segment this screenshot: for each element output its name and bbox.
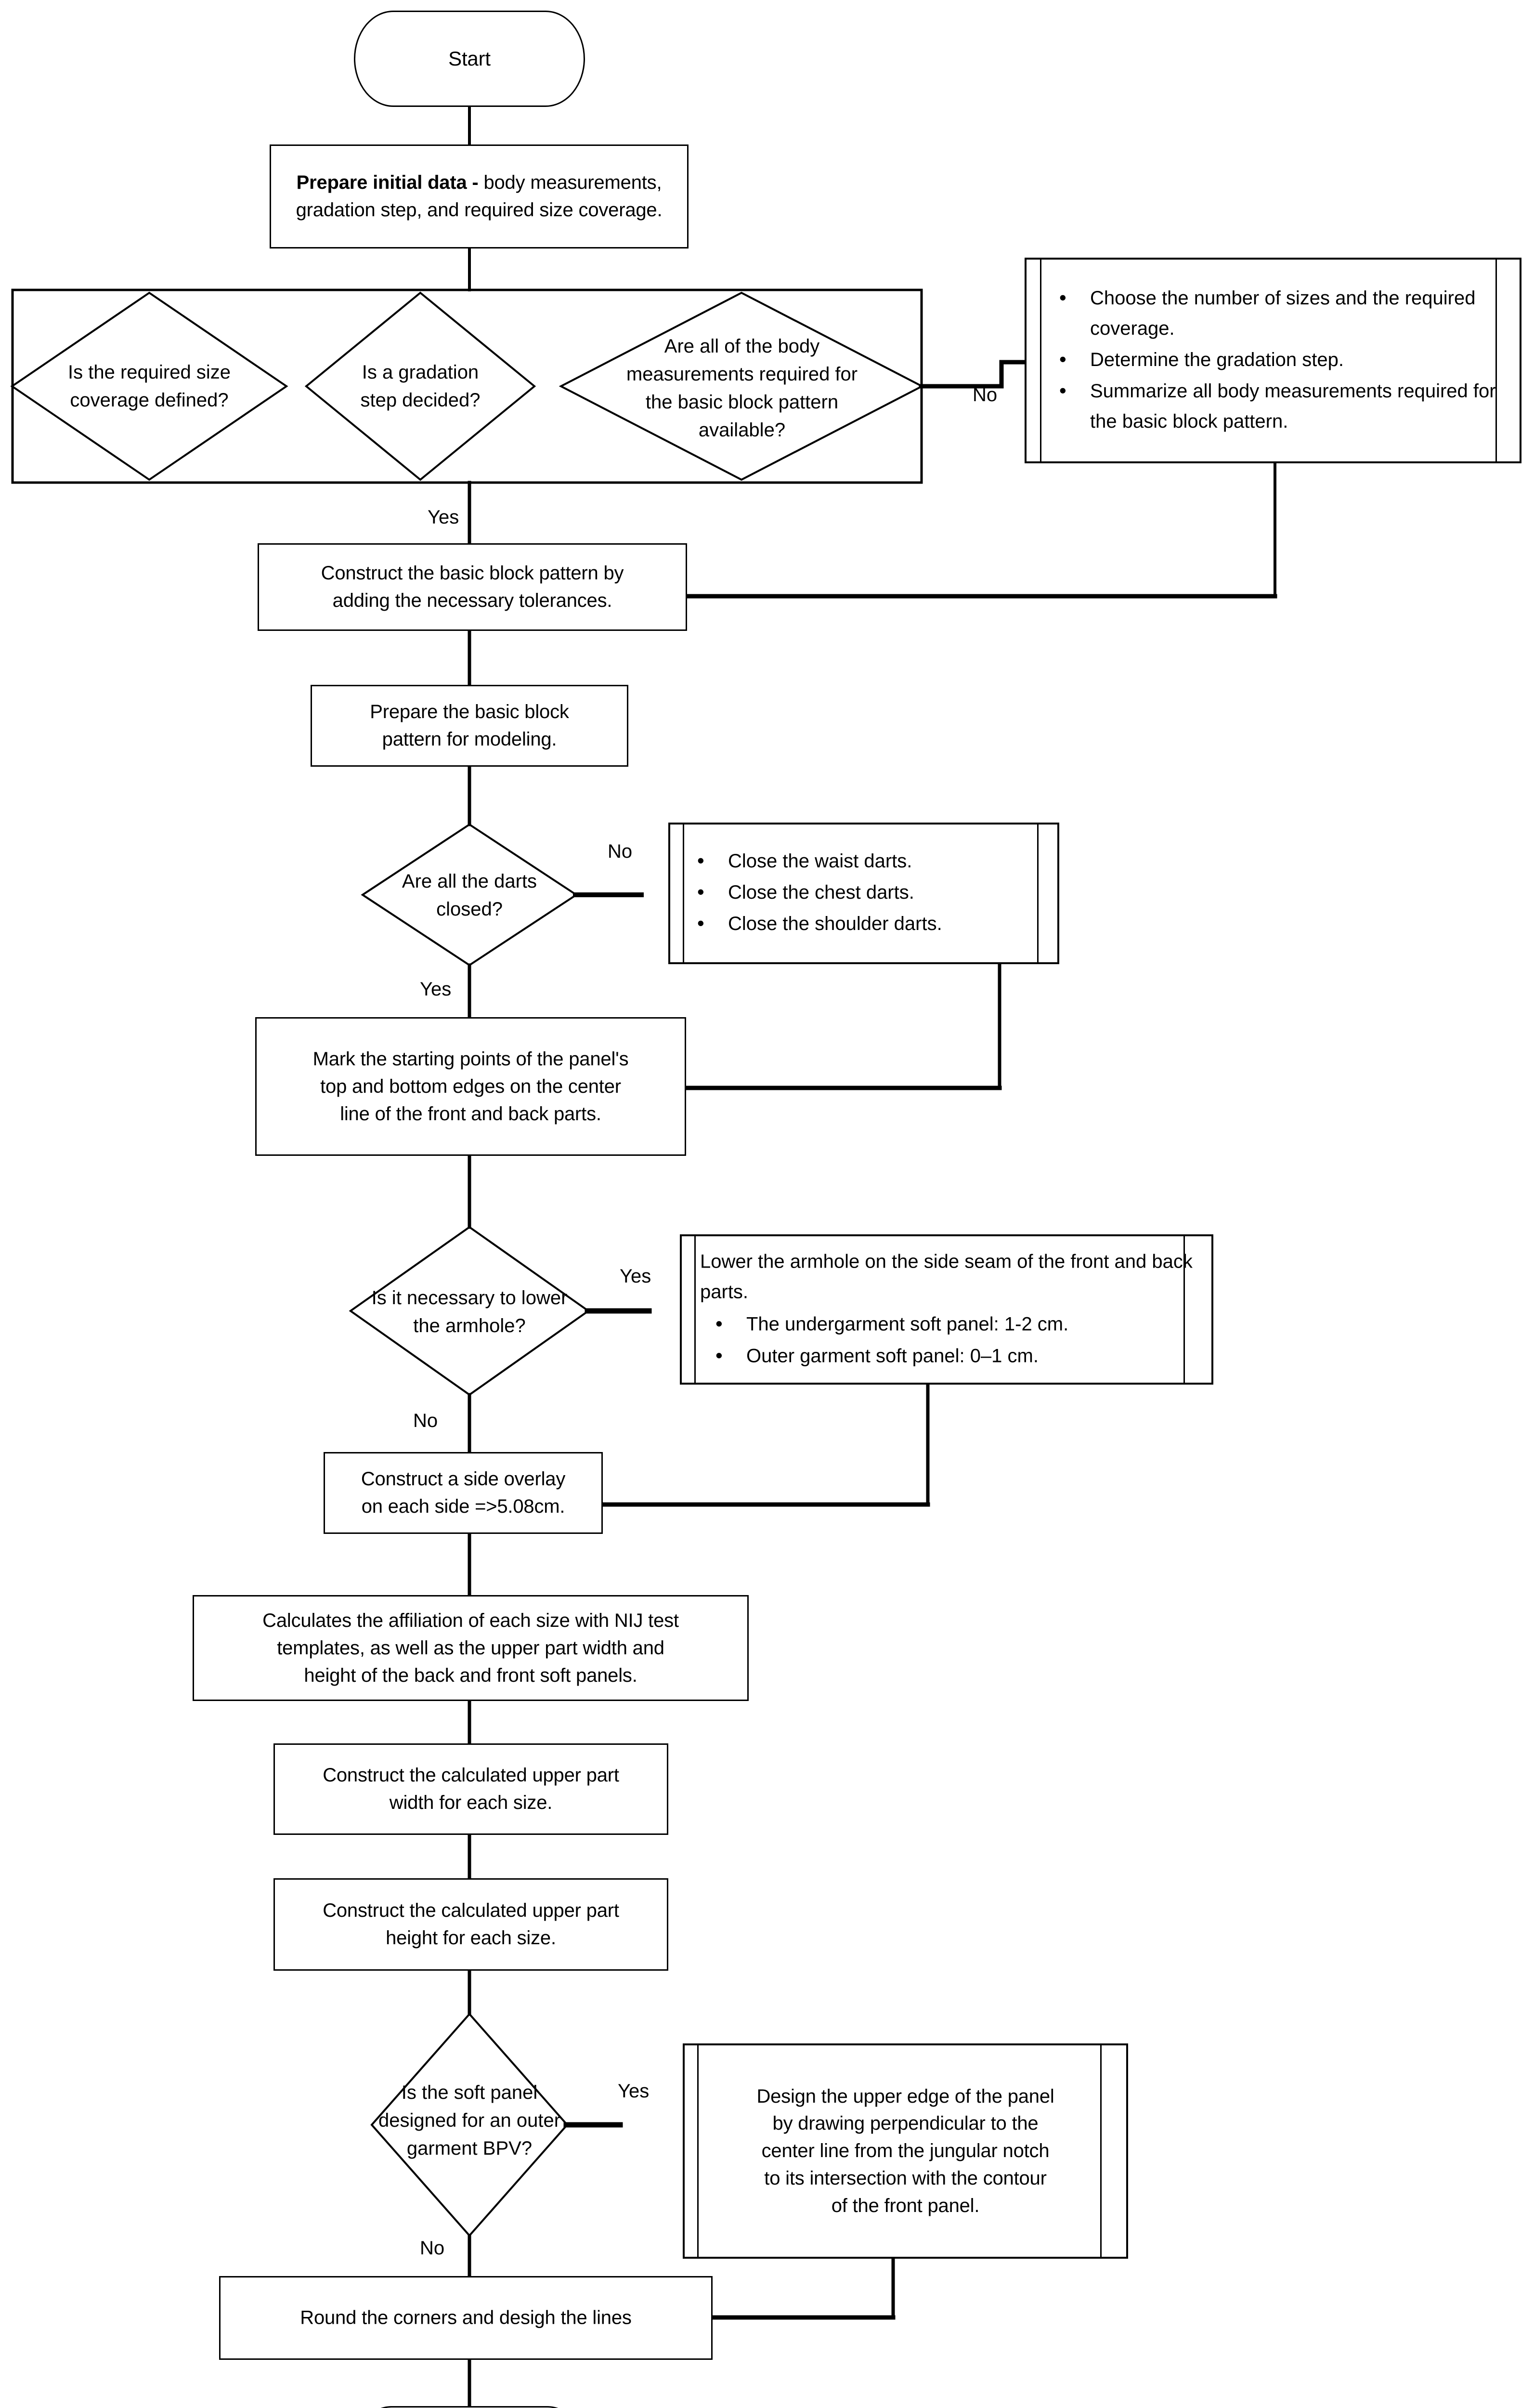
- node-calculate-nij[interactable]: Calculates the affiliation of each size …: [193, 1595, 749, 1701]
- node-end[interactable]: End: [354, 2406, 585, 2408]
- list-item: Choose the number of sizes and the requi…: [1059, 282, 1507, 344]
- node-prepare-initial-data-label: Prepare initial data - body measurements…: [271, 169, 687, 224]
- node-construct-width[interactable]: Construct the calculated upper part widt…: [273, 1743, 668, 1835]
- node-round-corners[interactable]: Round the corners and desigh the lines: [219, 2276, 713, 2360]
- node-q-lower-armhole[interactable]: Is it necessary to lower the armhole?: [359, 1276, 580, 1348]
- list-item: Summarize all body measurements required…: [1059, 375, 1507, 437]
- decision-gradation-step-shape: [304, 291, 536, 481]
- node-mark-starting-points[interactable]: Mark the starting points of the panel's …: [255, 1017, 686, 1156]
- node-q-gradation-step-label: Is a gradation step decided?: [360, 362, 481, 411]
- node-start-label: Start: [448, 47, 491, 70]
- prepare-lead: Prepare initial data -: [296, 172, 484, 194]
- node-yes-branch-armhole[interactable]: Lower the armhole on the side seam of th…: [680, 1234, 1213, 1385]
- node-construct-side-overlay[interactable]: Construct a side overlay on each side =>…: [324, 1452, 603, 1534]
- list-item: The undergarment soft panel: 1-2 cm.: [715, 1308, 1205, 1340]
- node-q-lower-armhole-label: Is it necessary to lower the armhole?: [371, 1287, 568, 1336]
- node-mark-starting-points-label: Mark the starting points of the panel's …: [312, 1048, 629, 1125]
- node-q-darts-closed-label: Are all the darts closed?: [402, 871, 537, 920]
- edge-label-measurements-no: No: [973, 384, 998, 406]
- node-no-branch-sizes-list: Choose the number of sizes and the requi…: [1027, 282, 1520, 438]
- node-q-size-coverage-label: Is the required size coverage defined?: [68, 362, 231, 411]
- edge-measurements-no: [919, 360, 1030, 389]
- node-prepare-for-modeling-label: Prepare the basic block pattern for mode…: [370, 701, 569, 750]
- edge-label-darts-yes: Yes: [420, 979, 452, 1000]
- edge-label-measurements-yes: Yes: [428, 507, 459, 528]
- node-construct-height-label: Construct the calculated upper part heig…: [323, 1900, 619, 1949]
- node-q-measurements-available-label: Are all of the body measurements require…: [626, 336, 858, 441]
- node-q-outer-garment-bpv-label: Is the soft panel designed for an outer …: [378, 2082, 561, 2159]
- rail-left: [683, 824, 684, 962]
- node-prepare-for-modeling[interactable]: Prepare the basic block pattern for mode…: [311, 685, 628, 767]
- edge-label-bpv-yes: Yes: [618, 2081, 650, 2102]
- edge-label-bpv-no: No: [420, 2238, 445, 2259]
- node-yes-branch-armhole-body: Lower the armhole on the side seam of th…: [682, 1247, 1211, 1373]
- node-q-outer-garment-bpv[interactable]: Is the soft panel designed for an outer …: [371, 2066, 568, 2175]
- list-item: Close the chest darts.: [697, 876, 1045, 908]
- list-item: Outer garment soft panel: 0–1 cm.: [715, 1339, 1205, 1372]
- node-construct-width-label: Construct the calculated upper part widt…: [323, 1765, 619, 1813]
- node-construct-side-overlay-label: Construct a side overlay on each side =>…: [361, 1468, 566, 1517]
- prepare-rest: body measurements, gradation step, and r…: [296, 172, 667, 221]
- edge-label-armhole-yes: Yes: [620, 1266, 651, 1287]
- list-item: Close the waist darts.: [697, 845, 1045, 877]
- node-construct-basic-block[interactable]: Construct the basic block pattern by add…: [258, 543, 687, 631]
- node-yes-branch-design-edge-label: Design the upper edge of the panel by dr…: [756, 2085, 1054, 2216]
- list-item: Close the shoulder darts.: [697, 908, 1045, 940]
- decision-size-coverage-shape: [10, 291, 288, 481]
- node-q-gradation-step[interactable]: Is a gradation step decided?: [319, 337, 521, 435]
- rail-left: [694, 1236, 696, 1383]
- node-start[interactable]: Start: [354, 11, 585, 107]
- node-construct-height[interactable]: Construct the calculated upper part heig…: [273, 1878, 668, 1971]
- node-yes-branch-design-edge[interactable]: Design the upper edge of the panel by dr…: [683, 2043, 1128, 2259]
- list-item: Determine the gradation step.: [1059, 343, 1507, 376]
- node-no-branch-darts[interactable]: Close the waist darts. Close the chest d…: [668, 823, 1059, 964]
- node-no-branch-darts-list: Close the waist darts. Close the chest d…: [670, 845, 1057, 941]
- rail-right: [1100, 2045, 1102, 2257]
- rail-left: [1040, 260, 1041, 461]
- rail-left: [697, 2045, 699, 2257]
- node-prepare-initial-data[interactable]: Prepare initial data - body measurements…: [270, 144, 689, 249]
- edge-label-armhole-no: No: [413, 1410, 438, 1431]
- node-construct-basic-block-label: Construct the basic block pattern by add…: [321, 563, 624, 611]
- decision-measurements-shape: [559, 291, 924, 481]
- armhole-lead: Lower the armhole on the side seam of th…: [700, 1251, 1193, 1303]
- edge-label-darts-no: No: [608, 841, 633, 862]
- node-q-measurements-available[interactable]: Are all of the body measurements require…: [576, 321, 908, 456]
- node-q-size-coverage[interactable]: Is the required size coverage defined?: [29, 337, 270, 435]
- node-q-darts-closed[interactable]: Are all the darts closed?: [368, 863, 571, 928]
- node-no-branch-sizes[interactable]: Choose the number of sizes and the requi…: [1025, 258, 1521, 463]
- node-round-corners-label: Round the corners and desigh the lines: [300, 2307, 632, 2329]
- node-calculate-nij-label: Calculates the affiliation of each size …: [262, 1610, 679, 1686]
